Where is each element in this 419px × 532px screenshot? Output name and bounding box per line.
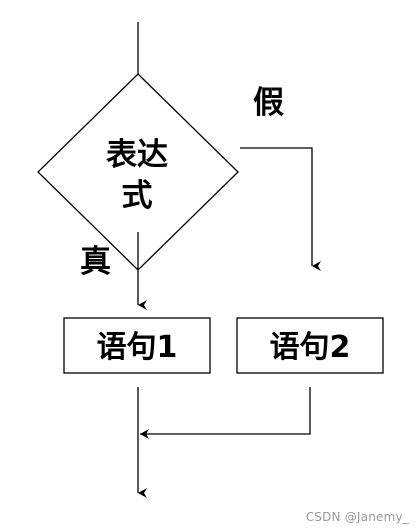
true-label: 真 [80, 244, 111, 280]
condition-label-line2: 式 [122, 178, 153, 214]
false-branch-line [240, 147, 321, 271]
condition-label-line1: 表达 [106, 137, 168, 173]
watermark-text: CSDN @Janemy_ [305, 510, 409, 524]
merge-arrowhead [140, 429, 149, 439]
statement2-label: 语句2 [270, 330, 351, 365]
merge-line [140, 387, 311, 435]
statement1-box [63, 317, 211, 374]
statement1-label: 语句1 [97, 330, 178, 365]
statement2-box [236, 317, 384, 374]
false-label: 假 [253, 85, 284, 121]
